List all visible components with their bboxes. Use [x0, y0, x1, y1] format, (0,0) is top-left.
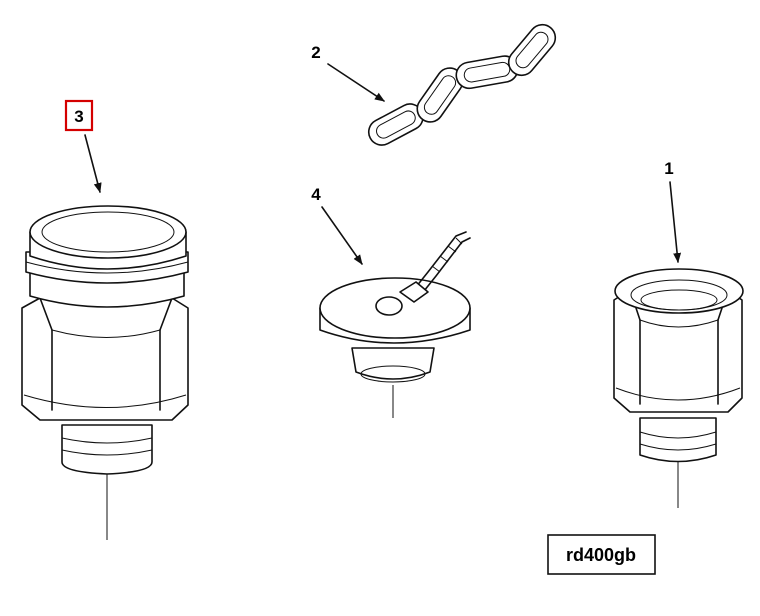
figure-reference-label: rd400gb [566, 545, 636, 565]
callout-3-highlight-box [64, 99, 94, 132]
item-1-nipple [639, 417, 717, 463]
item-1-bore [614, 268, 744, 314]
item-3-plug-fitting [21, 205, 189, 540]
callout-3-arrow [84, 134, 102, 193]
callout-4: 4 [311, 185, 363, 265]
item-3-nipple [61, 424, 153, 475]
figure-reference: rd400gb [547, 534, 656, 575]
callout-2-arrow [327, 63, 385, 102]
item-4-dust-cap [319, 231, 471, 418]
item-1-coupling [613, 268, 744, 508]
callout-4-label: 4 [311, 185, 321, 204]
callout-2-label: 2 [311, 43, 320, 62]
callout-1-arrow [669, 181, 682, 263]
callout-1-label: 1 [664, 159, 673, 178]
callout-2: 2 [311, 43, 385, 102]
callout-3-label: 3 [74, 107, 83, 126]
item-3-cap-top [29, 205, 187, 259]
item-2-chain [367, 23, 557, 146]
callout-1: 1 [664, 159, 682, 263]
figure-reference-box [547, 534, 656, 575]
callout-4-arrow [321, 206, 363, 265]
item-4-rivet [375, 296, 403, 316]
callout-3: 3 [64, 99, 102, 193]
